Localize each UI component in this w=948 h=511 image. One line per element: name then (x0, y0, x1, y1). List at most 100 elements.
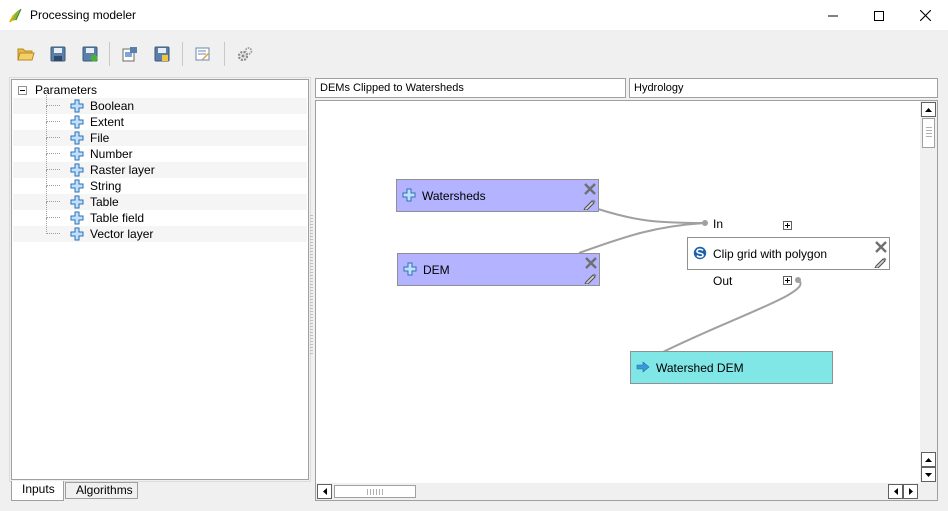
scroll-up-button[interactable] (921, 102, 936, 117)
collapse-icon[interactable] (18, 85, 27, 95)
close-icon (919, 10, 931, 21)
scroll-up-button-2[interactable] (921, 452, 936, 467)
node-watersheds[interactable]: Watersheds (396, 179, 599, 212)
minimize-button[interactable] (810, 0, 856, 31)
model-name-value: DEMs Clipped to Watersheds (320, 82, 464, 94)
vertical-scroll-thumb[interactable] (922, 118, 935, 148)
edit-icon[interactable] (584, 271, 597, 284)
tab-algorithms-label: Algorithms (76, 483, 133, 497)
model-canvas[interactable]: Watersheds DEM In Clip grid with polygon (315, 100, 938, 501)
tree-item-boolean[interactable]: Boolean (13, 90, 307, 114)
toolbar-separator (109, 42, 110, 66)
open-model-button[interactable] (15, 43, 37, 65)
tab-algorithms[interactable]: Algorithms (65, 482, 138, 499)
tree-item-table[interactable]: Table (13, 186, 307, 210)
tree-item-label: String (90, 179, 122, 193)
tree-root-label: Parameters (35, 83, 98, 97)
toolbar-separator (182, 42, 183, 66)
tree-item-extent[interactable]: Extent (13, 106, 307, 130)
save-as-icon (82, 46, 98, 62)
edit-icon[interactable] (874, 255, 887, 268)
saga-icon (693, 246, 707, 260)
panel-splitter[interactable] (310, 215, 313, 355)
model-group-value: Hydrology (634, 82, 684, 94)
toolbar (0, 32, 948, 74)
title-bar: Processing modeler (0, 0, 948, 31)
tab-inputs[interactable]: Inputs (11, 481, 64, 501)
edit-help-button[interactable] (192, 43, 214, 65)
plus-icon (403, 262, 417, 276)
edit-icon[interactable] (583, 197, 596, 210)
plus-icon (402, 188, 416, 202)
plus-icon (70, 211, 84, 225)
delete-icon[interactable] (584, 183, 596, 195)
link-dem-to-clip (578, 222, 706, 254)
minimize-icon (828, 15, 838, 16)
plus-icon (70, 227, 84, 241)
tree-connector (46, 121, 60, 122)
tree-item-label: Raster layer (90, 163, 155, 177)
expand-inputs-icon[interactable] (783, 221, 792, 230)
tree-item-label: Vector layer (90, 227, 154, 241)
save-as-button[interactable] (79, 43, 101, 65)
link-watersheds-to-clip (597, 208, 706, 224)
tree-connector (46, 186, 47, 202)
tree-connector (46, 138, 47, 154)
plus-icon (70, 179, 84, 193)
scroll-down-button[interactable] (921, 467, 936, 482)
delete-icon[interactable] (585, 257, 597, 269)
tree-item-vector-layer[interactable]: Vector layer (13, 218, 307, 242)
arrow-right-icon (908, 488, 913, 495)
tree-connector (46, 185, 60, 186)
tree-item-raster-layer[interactable]: Raster layer (13, 154, 307, 178)
connection-links (578, 208, 802, 353)
maximize-button[interactable] (856, 0, 902, 31)
tree-item-file[interactable]: File (13, 122, 307, 146)
save-model-button[interactable] (47, 43, 69, 65)
tab-inputs-label: Inputs (22, 482, 55, 496)
delete-icon[interactable] (875, 241, 887, 253)
plus-icon (70, 163, 84, 177)
run-model-button[interactable] (234, 43, 256, 65)
save-icon (50, 46, 66, 62)
tree-connector (46, 105, 60, 106)
export-image-icon (122, 47, 137, 62)
horizontal-scroll-thumb[interactable] (334, 485, 416, 498)
tree-connector (46, 90, 47, 106)
plus-icon (70, 99, 84, 113)
vertical-scrollbar[interactable] (920, 101, 937, 484)
port-out-label: Out (713, 274, 733, 288)
tree-item-string[interactable]: String (13, 170, 307, 194)
expand-outputs-icon[interactable] (783, 276, 792, 285)
arrow-left-icon (893, 488, 898, 495)
node-clip-grid-label: Clip grid with polygon (713, 247, 828, 261)
scroll-left-button[interactable] (317, 484, 332, 499)
node-watershed-dem[interactable]: Watershed DEM (630, 351, 833, 384)
node-clip-grid[interactable]: Clip grid with polygon (687, 237, 890, 270)
scroll-left-button-2[interactable] (888, 484, 903, 499)
node-dem[interactable]: DEM (397, 253, 600, 286)
node-watersheds-label: Watersheds (422, 189, 486, 203)
horizontal-scrollbar[interactable] (316, 483, 920, 500)
node-watershed-dem-label: Watershed DEM (656, 361, 744, 375)
gears-icon (237, 47, 253, 62)
plus-icon (70, 131, 84, 145)
tree-connector (46, 170, 47, 186)
close-button[interactable] (902, 0, 948, 31)
tree-root-parameters[interactable]: Parameters (18, 82, 97, 98)
tree-item-number[interactable]: Number (13, 138, 307, 162)
model-name-input[interactable]: DEMs Clipped to Watersheds (315, 78, 626, 98)
tree-connector (46, 218, 47, 234)
in-port-dot (702, 220, 708, 226)
qgis-logo-icon (9, 8, 22, 23)
export-python-button[interactable] (151, 43, 173, 65)
tree-item-table-field[interactable]: Table field (13, 202, 307, 226)
tree-connector (46, 153, 60, 154)
port-in-label: In (713, 217, 724, 231)
scroll-right-button[interactable] (903, 484, 918, 499)
plus-icon (70, 115, 84, 129)
export-image-button[interactable] (119, 43, 141, 65)
model-group-input[interactable]: Hydrology (629, 78, 938, 98)
tree-item-label: Number (90, 147, 133, 161)
